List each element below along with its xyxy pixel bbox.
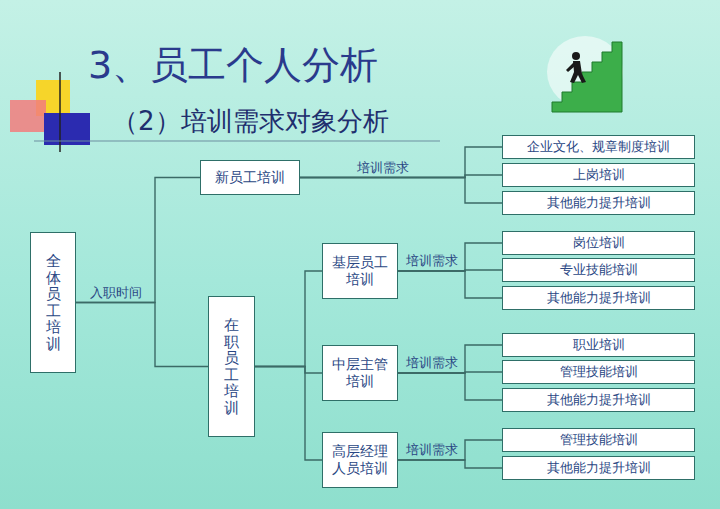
process-box: 新员工培训 bbox=[200, 160, 300, 195]
box-label: 其他能力提升培训 bbox=[547, 460, 651, 476]
connector bbox=[398, 440, 502, 460]
process-box: 管理技能培训 bbox=[502, 428, 695, 452]
process-box: 岗位培训 bbox=[502, 231, 695, 255]
connector bbox=[76, 303, 208, 367]
connector bbox=[398, 460, 502, 468]
edge-label: 入职时间 bbox=[88, 284, 144, 302]
process-box: 职业培训 bbox=[502, 333, 695, 357]
box-label: 其他能力提升培训 bbox=[547, 290, 651, 306]
process-box: 高层经理人员培训 bbox=[322, 432, 398, 488]
box-label: 职业培训 bbox=[573, 337, 625, 353]
connector bbox=[398, 271, 502, 298]
edge-label: 培训需求 bbox=[404, 441, 460, 459]
deco-square bbox=[44, 113, 90, 145]
process-box: 其他能力提升培训 bbox=[502, 191, 695, 215]
deco-square bbox=[10, 100, 46, 132]
box-label: 全体员工培训 bbox=[46, 253, 61, 352]
process-box: 专业技能培训 bbox=[502, 258, 695, 282]
box-label: 上岗培训 bbox=[573, 167, 625, 183]
connector bbox=[300, 178, 502, 204]
box-label: 在职员工培训 bbox=[224, 317, 239, 416]
box-label: 管理技能培训 bbox=[560, 432, 638, 448]
box-label: 新员工培训 bbox=[215, 169, 285, 186]
connector bbox=[255, 271, 322, 367]
connector bbox=[398, 345, 502, 373]
box-label: 管理技能培训 bbox=[560, 364, 638, 380]
connector bbox=[398, 243, 502, 271]
vertical-box: 在职员工培训 bbox=[208, 296, 255, 437]
climber bbox=[566, 52, 586, 83]
process-box: 企业文化、规章制度培训 bbox=[502, 135, 695, 159]
box-label: 岗位培训 bbox=[573, 235, 625, 251]
box-label: 其他能力提升培训 bbox=[547, 195, 651, 211]
deco-line bbox=[59, 72, 61, 152]
staircase bbox=[552, 42, 622, 112]
connector bbox=[76, 178, 200, 303]
process-box: 上岗培训 bbox=[502, 163, 695, 187]
process-box: 基层员工培训 bbox=[322, 243, 398, 299]
box-label: 其他能力提升培训 bbox=[547, 392, 651, 408]
connector bbox=[255, 367, 322, 374]
box-label: 专业技能培训 bbox=[560, 262, 638, 278]
box-label: 基层员工培训 bbox=[328, 254, 392, 288]
edge-label: 培训需求 bbox=[355, 159, 411, 177]
connector bbox=[255, 367, 322, 461]
connector bbox=[398, 373, 502, 400]
box-label: 中层主管培训 bbox=[328, 356, 392, 390]
subtitle: （2）培训需求对象分析 bbox=[112, 104, 389, 139]
process-box: 管理技能培训 bbox=[502, 360, 695, 384]
underline bbox=[34, 141, 440, 142]
edge-label: 培训需求 bbox=[404, 252, 460, 270]
process-box: 其他能力提升培训 bbox=[502, 286, 695, 310]
box-label: 高层经理人员培训 bbox=[328, 443, 392, 477]
edge-label: 培训需求 bbox=[404, 354, 460, 372]
slide-title: 3、员工个人分析 bbox=[88, 40, 378, 91]
connector bbox=[300, 147, 502, 178]
box-label: 企业文化、规章制度培训 bbox=[527, 139, 670, 155]
process-box: 中层主管培训 bbox=[322, 345, 398, 401]
process-box: 其他能力提升培训 bbox=[502, 388, 695, 412]
process-box: 其他能力提升培训 bbox=[502, 456, 695, 480]
vertical-box: 全体员工培训 bbox=[30, 232, 76, 373]
